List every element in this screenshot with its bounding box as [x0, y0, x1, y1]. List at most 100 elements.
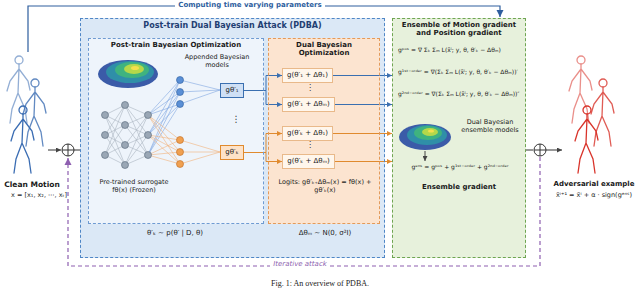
gradient-formula: gᵉⁿˢ = gᵖᵒˢ + g¹ˢᵗ⁻ᵒʳᵈᵉʳ + g²ⁿᵈ⁻ᵒʳᵈᵉʳ	[398, 163, 522, 170]
flow-line	[526, 150, 533, 151]
neuron	[177, 161, 184, 168]
figure-caption: Fig. 1: An overview of PDBA.	[0, 279, 640, 289]
contour	[131, 66, 139, 70]
contour	[422, 128, 438, 136]
skeleton	[591, 79, 614, 146]
neuron	[102, 152, 109, 159]
perturbed-model-box: g(θ′₁ + Δθ₁)	[282, 68, 333, 83]
node-fill	[282, 126, 333, 141]
loss-surface	[98, 60, 158, 88]
contour	[106, 61, 154, 83]
connector-arrow	[244, 76, 282, 91]
gradient-formula: gᵖᵒˢ = ∇ Σₖ Σₘ L(x̃ⁱ; y, θ, θ′ₖ − Δθₘ)	[398, 46, 522, 53]
figure-label: Clean Motion	[0, 180, 64, 189]
add-circle	[534, 144, 546, 156]
connector-arrow	[333, 75, 392, 76]
ensemble-caption: Ensemble gradient	[393, 183, 525, 191]
neuron	[122, 102, 129, 109]
math-label: x̃ⁱ⁺¹ = x̃ⁱ + α · sign(gᵉⁿˢ)	[553, 192, 635, 200]
gradient-formula: g¹ˢᵗ⁻ᵒʳᵈᵉʳ = ∇(Σₖ Σₘ L(x̃ⁱ; y, θ, θ′ₖ − …	[398, 68, 522, 75]
connector-arrow	[335, 161, 392, 162]
contour	[98, 60, 158, 88]
perturbed-model-box: g(θ′ₖ + Δθₘ)	[282, 154, 335, 169]
connector-arrow	[335, 104, 392, 105]
region-title: Post-train Dual Bayesian Attack (PDBA)	[85, 21, 380, 31]
bayesian-model-box: gθ′₁	[220, 83, 244, 98]
connector-arrow	[244, 91, 282, 105]
surrogate-caption: Pre-trained surrogate fθ(x) (Frozen)	[91, 179, 177, 195]
node-fill	[282, 68, 333, 83]
add-cross	[534, 144, 546, 156]
clean-motion-figure	[7, 56, 46, 173]
network-link	[148, 80, 220, 155]
neuron	[122, 122, 129, 129]
contour	[414, 126, 442, 140]
math-label: Δθₘ ∼ N(0, σ²I)	[270, 229, 380, 237]
iteration-line	[68, 157, 540, 266]
node-fill	[220, 145, 244, 160]
node-fill	[88, 38, 264, 224]
ensemble-surface	[399, 124, 451, 150]
model-label: gθ′ₖ	[225, 148, 239, 156]
network-neurons	[102, 102, 152, 169]
contour	[407, 125, 447, 145]
flow-line	[425, 151, 426, 161]
ensemble-region: Ensemble of Motion gradient and Position…	[392, 18, 526, 258]
logits-formula: Logits: gθ′ₖ₊Δθₘ(x) = fθ(x) + gθ′ₖ(x)	[273, 179, 377, 195]
region-title: Ensemble of Motion gradient and Position…	[397, 21, 521, 38]
neuron	[145, 132, 152, 139]
add-cross	[62, 144, 74, 156]
bayesian-neurons	[177, 77, 184, 108]
add-symbol	[62, 144, 74, 156]
model-label: g(θ′ₖ + Δθ₁)	[287, 129, 328, 137]
gradient-formula: g²ⁿᵈ⁻ᵒʳᵈᵉʳ = ∇(Σₖ Σₘ L(x̃ⁱ; y, θ, θ′ₖ − …	[398, 90, 522, 97]
model-label: g(θ′₁ + Δθ₁)	[287, 71, 328, 79]
region-title: Dual Bayesian Optimization	[272, 41, 376, 58]
node-fill	[268, 38, 380, 224]
flow-label: Computing time varying parameters	[175, 1, 324, 9]
perturbed-model-box: g(θ′ₖ + Δθ₁)	[282, 126, 333, 141]
adversarial-figure	[569, 56, 614, 173]
node-fill	[282, 154, 335, 169]
network-link	[148, 115, 220, 164]
node-fill	[220, 83, 244, 98]
loop-label: Iterative attack	[270, 260, 330, 268]
skeleton	[569, 56, 592, 123]
contour	[124, 64, 144, 74]
skeleton	[575, 106, 598, 173]
contour	[115, 62, 149, 78]
neuron	[177, 77, 184, 84]
ellipsis: ⋮	[300, 140, 320, 150]
neuron	[145, 112, 152, 119]
neuron	[122, 142, 129, 149]
neuron	[102, 112, 109, 119]
dual-bayesian-box: Dual Bayesian OptimizationLogits: gθ′ₖ₊Δ…	[268, 38, 380, 224]
post-train-box: Post-train Bayesian OptimizationPre-trai…	[88, 38, 264, 224]
add-circle	[62, 144, 74, 156]
model-label: g(θ′ₖ + Δθₘ)	[287, 157, 330, 165]
math-label: θ′ₖ ∼ p(θ′ | D, θ)	[95, 229, 255, 237]
network-links	[105, 105, 148, 165]
bayesian-model-box: gθ′ₖ	[220, 145, 244, 160]
neuron	[177, 89, 184, 96]
model-label: g(θ′₁ + Δθₘ)	[287, 100, 330, 108]
contour	[399, 124, 451, 150]
neuron	[177, 137, 184, 144]
node-fill	[392, 18, 526, 258]
flow-line	[48, 150, 61, 151]
connector-arrow	[244, 134, 282, 153]
node-fill	[80, 18, 385, 258]
neuron	[145, 152, 152, 159]
ellipsis: ⋮	[300, 83, 320, 93]
math-label: x = [x₁, x₂, ⋯, xₜ]	[0, 192, 78, 200]
add-symbol	[534, 144, 546, 156]
pdba-region: Post-train Dual Bayesian Attack (PDBA) Po…	[80, 18, 385, 258]
bayesian-neurons	[177, 137, 184, 168]
region-title: Post-train Bayesian Optimization	[92, 41, 260, 49]
neuron	[102, 132, 109, 139]
neuron	[177, 101, 184, 108]
ensemble-caption: Dual Bayesian ensemble models	[457, 119, 523, 135]
neuron	[122, 162, 129, 169]
model-label: gθ′₁	[225, 86, 239, 94]
